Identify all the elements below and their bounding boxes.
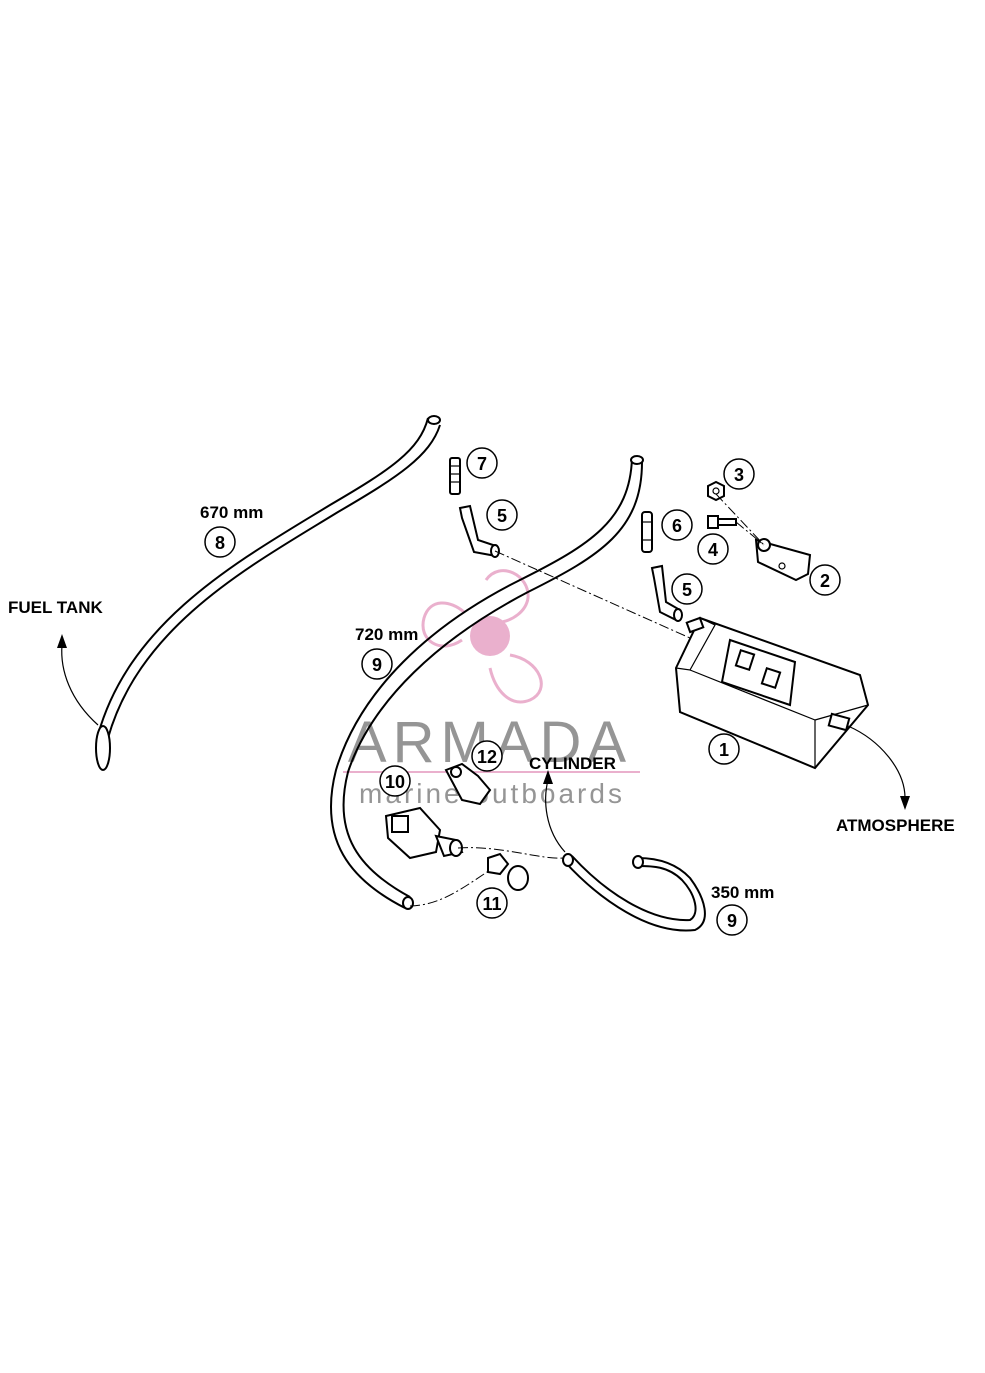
callout-number: 8: [215, 533, 225, 553]
callout-number: 3: [734, 465, 744, 485]
charcoal-canister: [674, 616, 870, 770]
hose-720mm: [330, 455, 644, 910]
grommet: [487, 852, 529, 891]
propeller-logo: [421, 569, 543, 704]
callout-number: 11: [482, 894, 501, 914]
elbow-hose-right: [650, 564, 683, 622]
callout-11: 11: [476, 887, 508, 919]
hose-350-length-label: 350 mm: [711, 883, 774, 902]
callout-10: 10: [379, 765, 411, 797]
callout-9-upper: 9: [361, 648, 393, 680]
cylinder-label: CYLINDER: [529, 754, 616, 773]
callout-number: 6: [672, 516, 682, 536]
assembly-leaders: [409, 493, 765, 907]
callout-8: 8: [204, 526, 236, 558]
callout-5-upper: 5: [486, 499, 518, 531]
callout-number: 10: [385, 772, 405, 792]
callout-number: 2: [820, 571, 830, 591]
hose-720-length-label: 720 mm: [355, 625, 418, 644]
callout-number: 7: [477, 454, 487, 474]
hose-670mm: [95, 415, 441, 771]
hose-350mm: [562, 853, 706, 932]
fuel-tank-label: FUEL TANK: [8, 598, 103, 617]
callout-number: 5: [497, 506, 507, 526]
bolt: [707, 515, 737, 529]
callout-number: 9: [372, 655, 382, 675]
nut: [707, 480, 725, 502]
callout-number: 12: [477, 747, 497, 767]
callout-9-lower: 9: [716, 904, 748, 936]
callout-2: 2: [809, 564, 841, 596]
callout-number: 4: [708, 540, 718, 560]
callout-4: 4: [697, 533, 729, 565]
cylinder-arrow: [543, 770, 566, 853]
joint: [641, 511, 653, 553]
hose-670-length-label: 670 mm: [200, 503, 263, 522]
callout-12: 12: [471, 740, 503, 772]
clamp: [444, 762, 492, 806]
callout-6: 6: [661, 509, 693, 541]
bracket: [754, 538, 812, 582]
callout-number: 5: [682, 580, 692, 600]
purge-valve: [384, 806, 464, 860]
callout-7: 7: [466, 447, 498, 479]
callout-number: 9: [727, 911, 737, 931]
callout-5-right: 5: [671, 573, 703, 605]
callout-3: 3: [723, 458, 755, 490]
callout-number: 1: [719, 740, 729, 760]
fitting: [449, 457, 461, 495]
fuel-tank-arrow: [57, 634, 99, 726]
atmosphere-arrow: [847, 725, 910, 810]
atmosphere-label: ATMOSPHERE: [836, 816, 955, 835]
callout-1: 1: [708, 733, 740, 765]
